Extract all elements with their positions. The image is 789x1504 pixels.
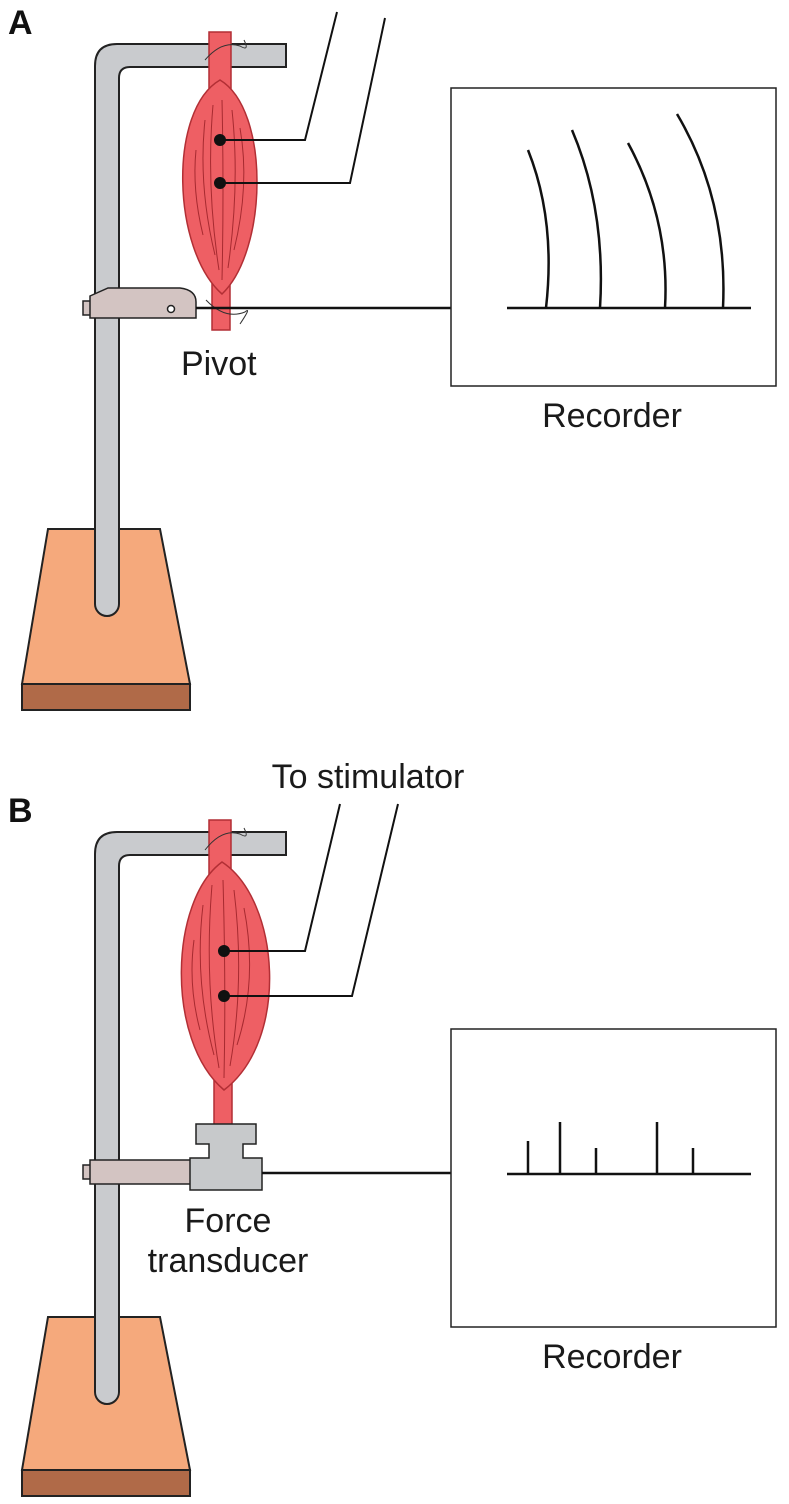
- panel-a: A: [8, 4, 777, 711]
- force-transducer-icon: [189, 1123, 263, 1191]
- recorder-label-a: Recorder: [542, 397, 682, 435]
- ring-stand-icon: [94, 831, 287, 1405]
- pivot-lever-icon: [82, 287, 197, 319]
- electrode-icon: [218, 803, 399, 1002]
- electrode-icon: [214, 11, 386, 189]
- panel-a-letter: A: [8, 4, 33, 42]
- trace-curve-2: [570, 129, 603, 309]
- recorder-box: [450, 1028, 777, 1328]
- isotonic-trace: [526, 113, 725, 309]
- transducer-label-line1: Force: [185, 1202, 272, 1240]
- trace-curve-4: [675, 113, 725, 309]
- transducer-label-line2: transducer: [148, 1242, 309, 1280]
- pivot-label: Pivot: [181, 345, 257, 383]
- isometric-trace: [526, 1122, 695, 1174]
- stimulator-label: To stimulator: [272, 758, 465, 796]
- clamp-bar-icon: [82, 1159, 197, 1185]
- muscle-icon: [180, 819, 271, 1129]
- ring-stand-icon: [94, 43, 287, 617]
- trace-curve-1: [526, 149, 550, 309]
- recorder-box: [450, 87, 777, 387]
- panel-b: B To stimulator: [8, 758, 777, 1497]
- trace-curve-3: [626, 142, 667, 309]
- recorder-label-b: Recorder: [542, 1338, 682, 1376]
- panel-b-letter: B: [8, 792, 33, 830]
